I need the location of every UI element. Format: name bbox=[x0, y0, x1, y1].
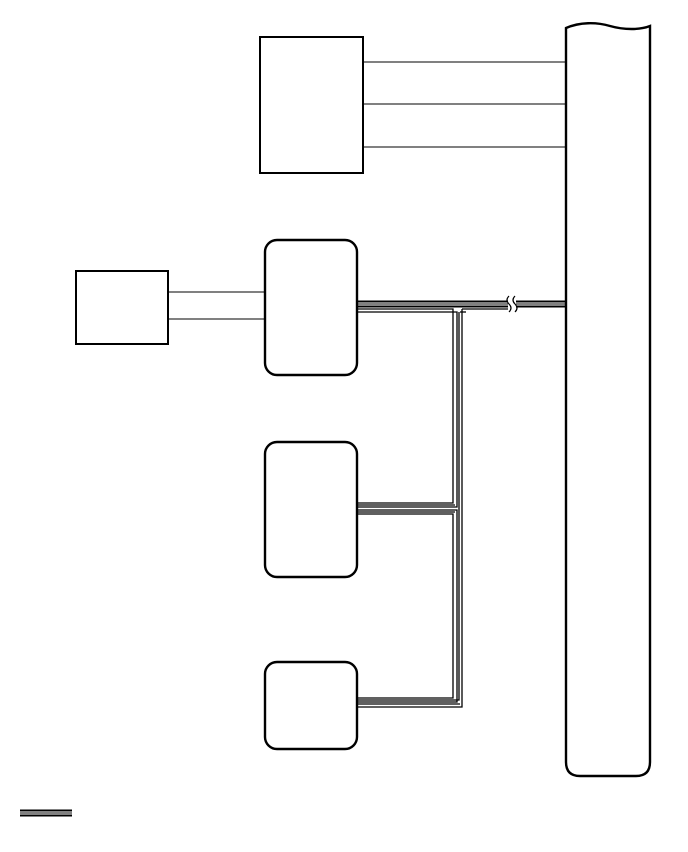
upper-rounded-block bbox=[263, 238, 359, 377]
bus-break-mark bbox=[506, 295, 518, 313]
left-block bbox=[75, 270, 169, 345]
bus-trunk-and-branches bbox=[357, 308, 508, 708]
lower-rounded-block bbox=[263, 660, 359, 751]
bus-network bbox=[357, 295, 566, 708]
middle-rounded-block bbox=[263, 440, 359, 579]
top-block-connections bbox=[363, 61, 566, 148]
top-block bbox=[259, 36, 364, 174]
left-block-connections bbox=[168, 291, 265, 320]
vertical-bar-block bbox=[564, 22, 652, 778]
